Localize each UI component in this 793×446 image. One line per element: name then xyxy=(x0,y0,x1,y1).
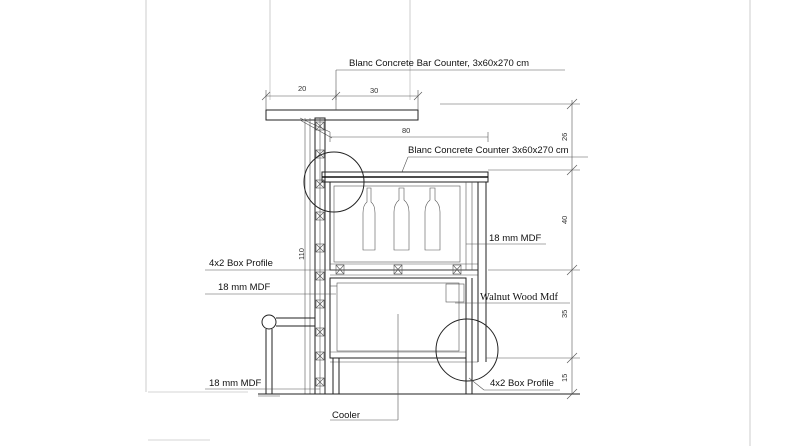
dim-shelf-depth: 80 xyxy=(402,126,410,135)
dim-right-15: 15 xyxy=(560,374,569,382)
annotation-box-profile-left: 4x2 Box Profile xyxy=(205,258,330,271)
annotation-mdf-bottom: 18 mm MDF xyxy=(205,378,320,390)
box-profile-cross xyxy=(315,179,325,189)
label-box-profile-right: 4x2 Box Profile xyxy=(490,378,554,389)
counter-label: Blanc Concrete Counter 3x60x270 cm xyxy=(401,145,588,173)
dim-right-26: 26 xyxy=(560,133,569,141)
label-counter: Blanc Concrete Counter 3x60x270 cm xyxy=(408,145,569,156)
box-profile-cross xyxy=(315,243,325,253)
box-profile-cross xyxy=(315,377,325,387)
column-box-profile-marks xyxy=(315,121,325,387)
annotation-mdf-left: 18 mm MDF xyxy=(205,282,336,295)
detail-circle-top xyxy=(303,151,365,213)
rail-marks xyxy=(335,264,462,275)
detail-circle-bottom xyxy=(435,318,499,382)
box-profile-cross xyxy=(315,121,325,131)
annotation-mdf-upper: 18 mm MDF xyxy=(466,233,546,245)
dim-height-total: 110 xyxy=(297,248,306,260)
lower-cabinet xyxy=(329,277,478,363)
dim-top-right: 30 xyxy=(370,86,378,95)
shelf-depth-dimension: 80 xyxy=(329,126,489,142)
label-mdf-bottom: 18 mm MDF xyxy=(209,378,261,389)
box-profile-mark xyxy=(315,211,325,221)
footrest xyxy=(258,314,315,397)
box-profile-mark xyxy=(315,299,325,309)
box-profile-mark xyxy=(315,351,325,361)
right-dimension-chain: 26 40 35 15 xyxy=(440,98,580,400)
dim-top-left: 20 xyxy=(298,84,306,93)
label-cooler: Cooler xyxy=(332,410,360,421)
box-profile-mark xyxy=(315,271,325,281)
annotation-cooler: Cooler xyxy=(330,314,399,421)
dim-right-40: 40 xyxy=(560,216,569,224)
bar-counter-top xyxy=(265,109,419,139)
box-profile-mark xyxy=(315,243,325,253)
box-profile-cross xyxy=(315,271,325,281)
top-dimension: 20 30 xyxy=(261,84,423,110)
counter-slab xyxy=(321,171,489,183)
label-bar-counter: Blanc Concrete Bar Counter, 3x60x270 cm xyxy=(349,58,529,69)
background-lines xyxy=(145,0,751,446)
dim-right-35: 35 xyxy=(560,310,569,318)
box-profile-mark xyxy=(315,327,325,337)
label-walnut: Walnut Wood Mdf xyxy=(480,292,559,303)
support-column: 110 xyxy=(297,117,326,395)
box-profile-cross xyxy=(315,327,325,337)
box-profile-mark xyxy=(315,377,325,387)
box-profile-mark xyxy=(315,179,325,189)
annotation-box-profile-right: 4x2 Box Profile xyxy=(468,377,560,391)
label-mdf-upper: 18 mm MDF xyxy=(489,233,541,244)
box-profile-cross xyxy=(315,211,325,221)
box-profile-cross xyxy=(315,299,325,309)
bar-counter-label: Blanc Concrete Bar Counter, 3x60x270 cm xyxy=(335,58,565,100)
label-box-profile-left: 4x2 Box Profile xyxy=(209,258,273,269)
box-profile-mark xyxy=(315,121,325,131)
right-side-panel xyxy=(332,182,487,394)
label-mdf-left: 18 mm MDF xyxy=(218,282,270,293)
annotation-walnut: Walnut Wood Mdf xyxy=(455,292,570,304)
bottles xyxy=(362,187,441,251)
box-profile-cross xyxy=(315,351,325,361)
